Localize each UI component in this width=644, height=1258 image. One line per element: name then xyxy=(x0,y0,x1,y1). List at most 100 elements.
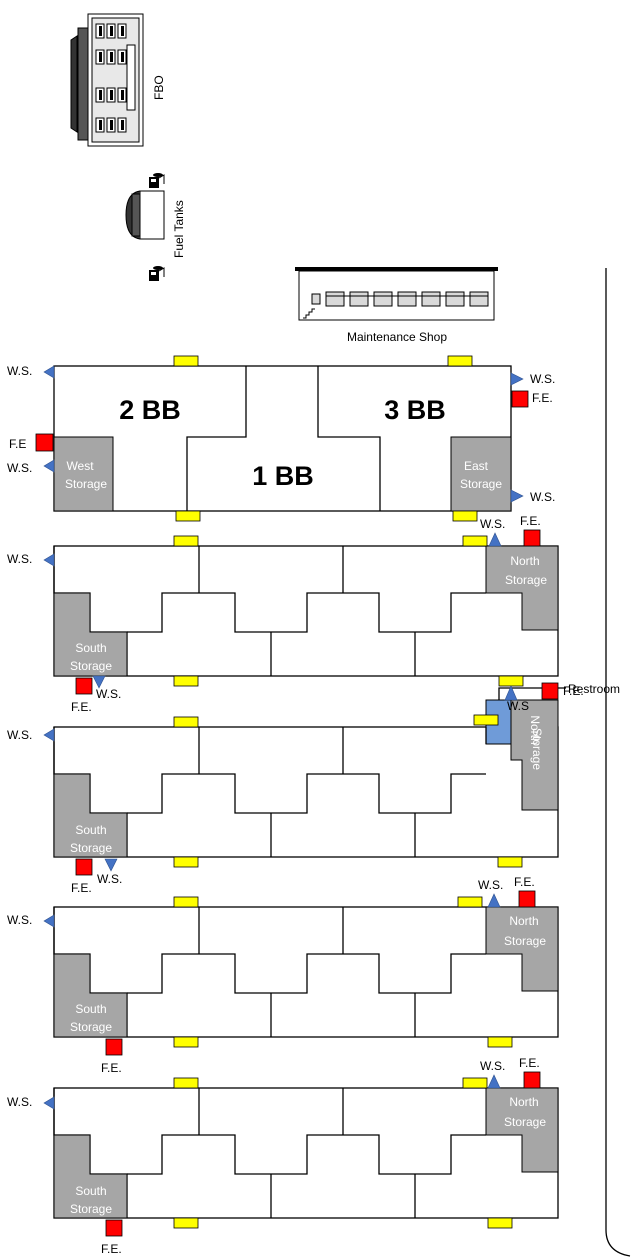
water-source-label: W.S. xyxy=(7,913,32,927)
water-source-icon xyxy=(92,675,106,689)
north-storage-label: Storage xyxy=(504,934,546,948)
fire-extinguisher-icon xyxy=(523,529,541,547)
north-storage-label: North xyxy=(528,715,542,744)
water-source-icon xyxy=(488,532,502,547)
south-storage-label: Storage xyxy=(70,1202,112,1216)
door-marker xyxy=(462,1077,488,1089)
fire-extinguisher-icon xyxy=(35,433,54,452)
restroom-label: Restroom xyxy=(568,682,620,696)
water-source-icon xyxy=(43,459,55,473)
fire-extinguisher-icon xyxy=(75,858,93,876)
water-source-icon xyxy=(487,893,501,908)
north-storage-label: Storage xyxy=(504,1115,546,1129)
door-marker xyxy=(173,856,199,868)
water-source-label: W.S xyxy=(507,699,529,713)
water-source-icon xyxy=(504,685,518,701)
north-storage-label: North xyxy=(509,914,538,928)
fuel-pump-icon xyxy=(149,173,165,188)
water-source-icon xyxy=(510,489,524,503)
maintenance-shop: Maintenance Shop xyxy=(295,267,498,344)
door-marker xyxy=(487,1217,513,1229)
water-source-icon xyxy=(104,858,118,872)
door-marker xyxy=(497,856,523,868)
door-marker xyxy=(173,675,199,687)
door-marker xyxy=(173,1217,199,1229)
water-source-icon xyxy=(43,1096,55,1110)
door-marker xyxy=(452,510,478,522)
north-storage-label: Storage xyxy=(530,728,544,770)
bay-1-label: 1 BB xyxy=(252,461,314,491)
water-source-icon xyxy=(43,365,55,379)
water-source-label: W.S. xyxy=(480,517,505,531)
east-storage-label: Storage xyxy=(460,477,502,491)
door-marker xyxy=(173,716,199,728)
south-storage-label: Storage xyxy=(70,841,112,855)
water-source-icon xyxy=(43,553,55,567)
door-marker xyxy=(498,675,524,687)
door-marker xyxy=(173,1077,199,1089)
bay-2-label: 2 BB xyxy=(119,395,181,425)
boundary-line xyxy=(605,268,631,1257)
water-source-label: W.S. xyxy=(7,461,32,475)
fuel-tanks: Fuel Tanks xyxy=(125,173,186,281)
water-source-label: W.S. xyxy=(7,552,32,566)
south-storage-label: South xyxy=(75,641,106,655)
fire-extinguisher-label: F.E. xyxy=(563,684,584,698)
fuel-tanks-label: Fuel Tanks xyxy=(172,200,186,258)
north-storage-label: North xyxy=(509,1095,538,1109)
fbo-building: FBO xyxy=(70,13,166,147)
water-source-icon xyxy=(487,1074,501,1089)
fire-extinguisher-label: F.E. xyxy=(101,1061,122,1075)
water-source-label: W.S. xyxy=(530,372,555,386)
water-source-label: W.S. xyxy=(97,872,122,886)
door-marker xyxy=(462,535,488,547)
south-storage-label: Storage xyxy=(70,659,112,673)
door-marker xyxy=(173,896,199,908)
west-storage-label: Storage xyxy=(65,477,107,491)
west-storage-label: West xyxy=(66,459,94,473)
water-source-label: W.S. xyxy=(7,728,32,742)
door-marker xyxy=(175,510,201,522)
water-source-icon xyxy=(510,372,524,386)
t-hangar-row-1: North Storage South Storage xyxy=(53,545,559,677)
south-storage-label: South xyxy=(75,823,106,837)
south-storage-label: Storage xyxy=(70,1020,112,1034)
door-marker xyxy=(473,714,499,726)
east-storage-label: East xyxy=(464,459,489,473)
t-hangar-row-4: North Storage South Storage xyxy=(53,1087,559,1219)
fire-extinguisher-icon xyxy=(518,890,536,908)
fire-extinguisher-icon xyxy=(75,677,93,695)
fire-extinguisher-label: F.E. xyxy=(514,875,535,889)
t-hangar-row-3: North Storage South Storage xyxy=(53,906,559,1038)
water-source-label: W.S. xyxy=(480,1059,505,1073)
door-marker xyxy=(173,355,199,367)
water-source-label: W.S. xyxy=(530,490,555,504)
fuel-pump-icon xyxy=(149,266,165,281)
water-source-label: W.S. xyxy=(7,1095,32,1109)
fire-extinguisher-label: F.E. xyxy=(101,1242,122,1256)
maintenance-shop-label: Maintenance Shop xyxy=(347,330,447,344)
south-storage-label: South xyxy=(75,1184,106,1198)
fire-extinguisher-label: F.E. xyxy=(532,391,553,405)
fire-extinguisher-label: F.E. xyxy=(519,1056,540,1070)
water-source-label: W.S. xyxy=(478,878,503,892)
water-source-icon xyxy=(43,914,55,928)
water-source-label: W.S. xyxy=(96,687,121,701)
door-marker xyxy=(447,355,473,367)
fire-extinguisher-label: F.E. xyxy=(71,881,92,895)
water-source-icon xyxy=(43,728,55,742)
door-marker xyxy=(173,1036,199,1048)
water-source-label: W.S. xyxy=(7,364,32,378)
north-storage-label: Storage xyxy=(505,573,547,587)
fire-extinguisher-label: F.E xyxy=(9,437,26,451)
south-storage-label: South xyxy=(75,1002,106,1016)
door-marker xyxy=(173,535,199,547)
fire-extinguisher-icon xyxy=(105,1038,123,1056)
fire-extinguisher-icon xyxy=(105,1219,123,1237)
fbo-label: FBO xyxy=(152,75,166,100)
fire-extinguisher-label: F.E. xyxy=(520,514,541,528)
fire-extinguisher-icon xyxy=(541,682,559,700)
main-hangar: 2 BB 3 BB 1 BB West Storage East Storage xyxy=(53,365,512,512)
door-marker xyxy=(457,896,483,908)
fire-extinguisher-icon xyxy=(523,1071,541,1089)
